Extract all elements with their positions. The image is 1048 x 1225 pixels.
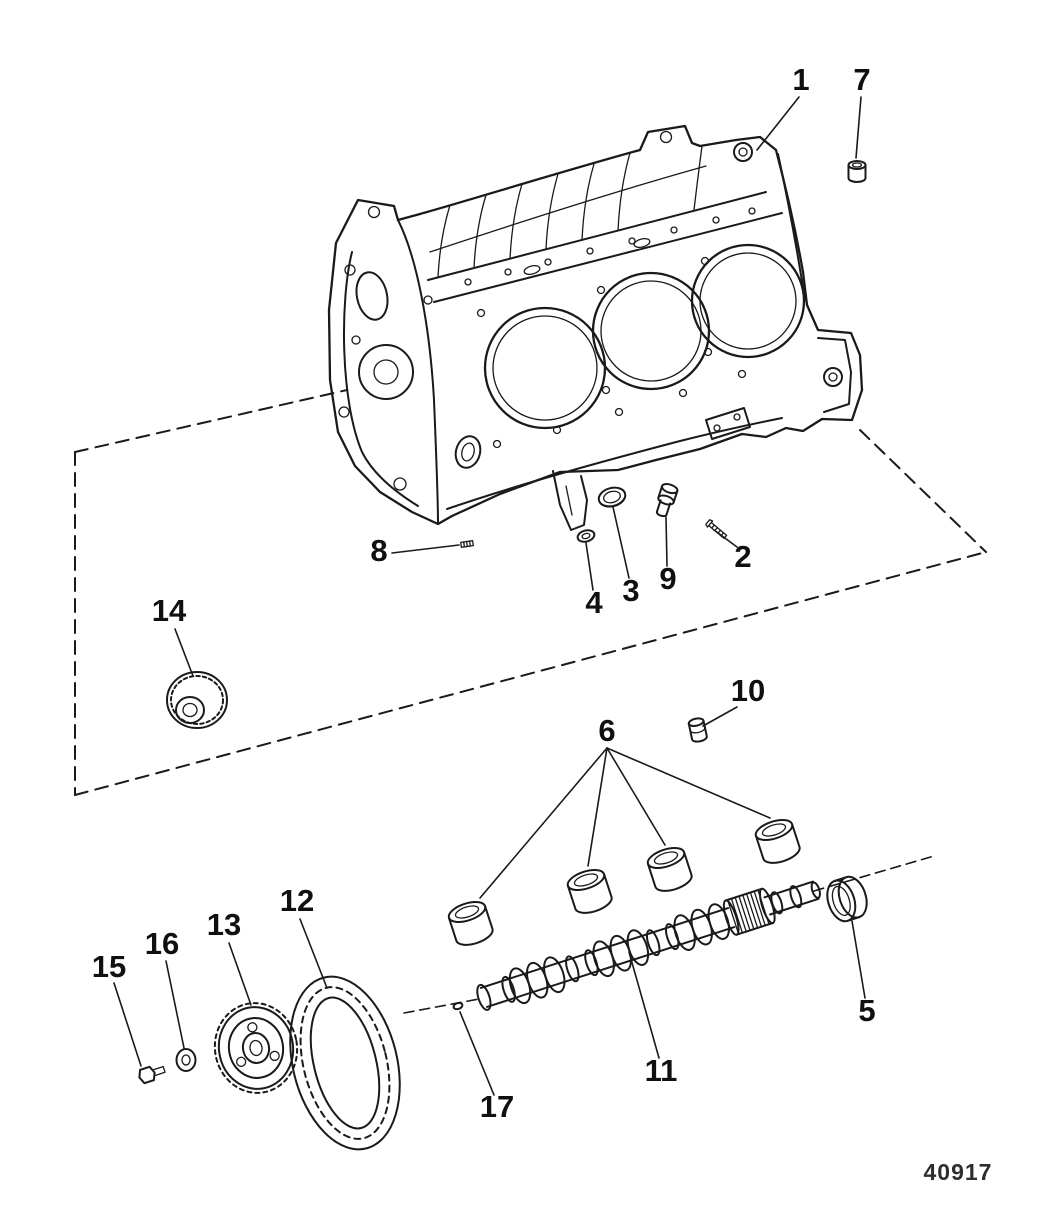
callout-2: 2	[734, 539, 751, 574]
leader-line-3	[612, 506, 630, 579]
seal-ring-part-5	[826, 875, 868, 923]
callout-16: 16	[145, 926, 179, 961]
camshaft-sprocket-part-13	[213, 1002, 299, 1094]
camshaft-part-11	[476, 880, 821, 1011]
leader-line-4	[585, 542, 594, 591]
leader-line-12	[299, 918, 328, 989]
oil-pan-rail	[446, 407, 783, 510]
bolt-part-15	[138, 1065, 166, 1085]
head-deck-surface	[427, 191, 783, 303]
callout-1: 1	[792, 62, 809, 97]
pipe-plug-part-7	[847, 160, 867, 183]
figure-number: 40917	[924, 1159, 993, 1185]
leader-line-8	[391, 544, 460, 554]
valve-lifters-part-6	[447, 819, 801, 946]
core-plug-part-3	[597, 486, 627, 508]
leader-line-6d	[606, 747, 771, 819]
cylinder-bores	[483, 243, 806, 430]
callout-9: 9	[659, 561, 676, 596]
callout-4: 4	[585, 585, 603, 620]
stud-screw-part-2	[705, 519, 728, 540]
leader-line-10	[702, 706, 738, 727]
callout-15: 15	[92, 949, 126, 984]
leader-line-17	[459, 1011, 495, 1096]
leader-line-16	[165, 960, 185, 1049]
leader-line-2	[713, 529, 738, 548]
callout-13: 13	[207, 907, 241, 942]
plug-part-10	[687, 717, 708, 743]
leader-line-9	[665, 516, 668, 567]
callout-5: 5	[858, 993, 875, 1028]
callout-12: 12	[280, 883, 314, 918]
callout-3: 3	[622, 573, 639, 608]
callout-11: 11	[645, 1053, 678, 1088]
timing-chain-part-12	[289, 975, 401, 1151]
leader-line-7	[855, 96, 862, 159]
callout-labels: 1 7 8 4 3 9 2 14 10 6 5 11 12 13 16 15 1…	[92, 62, 876, 1124]
cylinder-block	[327, 124, 864, 531]
bell-housing	[338, 219, 439, 525]
leader-line-6c	[606, 747, 666, 846]
callout-10: 10	[731, 673, 765, 708]
face-bolt-holes	[476, 256, 747, 449]
drive-gear-part-14	[166, 671, 228, 729]
leader-line-13	[228, 942, 252, 1006]
leader-line-5	[851, 920, 866, 999]
set-screw-part-8	[460, 540, 474, 548]
leader-lines	[113, 96, 866, 1096]
check-valve-part-9	[655, 483, 679, 518]
leader-line-14	[174, 628, 194, 677]
callout-14: 14	[152, 593, 187, 628]
callout-17: 17	[480, 1089, 514, 1124]
leader-line-6a	[479, 747, 608, 899]
engine-mount-boss	[777, 153, 852, 413]
washer-part-16	[175, 1048, 197, 1072]
assembly-centerline	[403, 855, 935, 1014]
leader-line-6b	[587, 747, 608, 867]
leader-line-1	[756, 96, 800, 151]
front-bracket	[552, 470, 588, 531]
callout-8: 8	[370, 533, 387, 568]
gear-teeth-hatch	[726, 889, 770, 935]
leader-line-11	[628, 951, 660, 1059]
dashed-plane	[74, 389, 987, 796]
deck-ribs	[367, 130, 753, 278]
callout-7: 7	[853, 62, 870, 97]
leader-line-15	[113, 982, 142, 1067]
dowel-ring-part-4	[576, 529, 596, 543]
callout-6: 6	[598, 713, 615, 748]
